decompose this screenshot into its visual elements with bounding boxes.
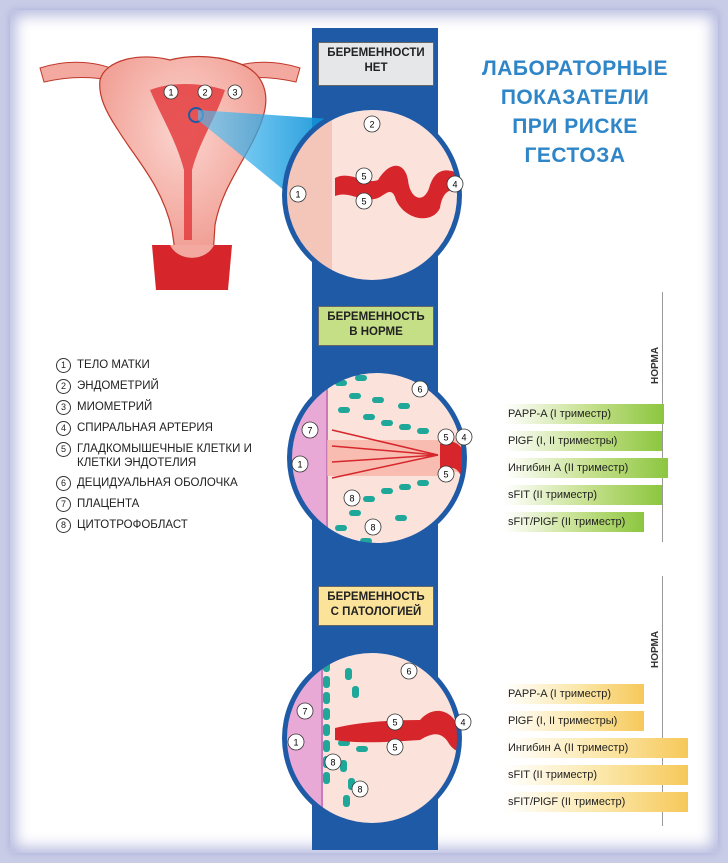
c1-num-4: 4	[452, 180, 457, 190]
c1-num-5a: 5	[361, 172, 366, 182]
title-line: ПРИ РИСКЕ	[512, 115, 638, 138]
c3-num-7: 7	[302, 707, 307, 717]
title-line: ГЕСТОЗА	[524, 144, 626, 167]
c3-num-5b: 5	[392, 743, 397, 753]
c2-num-1: 1	[297, 460, 302, 470]
c3-num-8b: 8	[357, 785, 362, 795]
uterus-num-3: 3	[232, 88, 237, 98]
poster-title: ЛАБОРАТОРНЫЕ ПОКАЗАТЕЛИ ПРИ РИСКЕ ГЕСТОЗ…	[470, 54, 680, 170]
circle-no-pregnancy: 2 1 5 5 4	[282, 105, 464, 285]
circle-normal-pregnancy: 6 7 1 5 5 4 8 8	[287, 368, 473, 548]
c3-num-6: 6	[406, 667, 411, 677]
c3-num-4: 4	[460, 718, 465, 728]
c3-num-8a: 8	[330, 758, 335, 768]
circle-pathology: 6 7 1 5 5 4 8 8	[282, 648, 472, 828]
stage-line: С ПАТОЛОГИЕЙ	[330, 606, 422, 618]
c2-num-5b: 5	[443, 470, 448, 480]
c2-num-5a: 5	[443, 433, 448, 443]
c2-num-8a: 8	[349, 494, 354, 504]
stage-no-pregnancy: БЕРЕМЕННОСТИ НЕТ	[318, 42, 434, 86]
stage-line: В НОРМЕ	[349, 326, 403, 338]
title-line: ПОКАЗАТЕЛИ	[500, 86, 650, 109]
normal-marker-bar: Ингибин А (II триместр)	[504, 458, 668, 478]
normal-marker-bar: sFIT/PlGF (II триместр)	[504, 512, 644, 532]
c2-num-8b: 8	[370, 523, 375, 533]
uterus-drawing: 1 2 3	[39, 55, 301, 290]
stage-line: БЕРЕМЕННОСТИ	[327, 47, 425, 59]
stage-line: БЕРЕМЕННОСТЬ	[327, 591, 425, 603]
pathology-marker-bar: sFIT (II триместр)	[504, 765, 688, 785]
c2-num-4: 4	[461, 433, 466, 443]
pathology-marker-bar: Ингибин А (II триместр)	[504, 738, 688, 758]
pathology-marker-bar: PlGF (I, II триместры)	[504, 711, 644, 731]
uterus-num-1: 1	[168, 88, 173, 98]
stage-line: НЕТ	[364, 62, 388, 74]
c1-num-5b: 5	[361, 197, 366, 207]
norma-label-normal: НОРМА	[650, 346, 661, 384]
pathology-marker-bar: sFIT/PlGF (II триместр)	[504, 792, 688, 812]
stage-pathology: БЕРЕМЕННОСТЬ С ПАТОЛОГИЕЙ	[318, 586, 434, 626]
stage-normal-pregnancy: БЕРЕМЕННОСТЬ В НОРМЕ	[318, 306, 434, 346]
c2-num-7: 7	[307, 426, 312, 436]
title-line: ЛАБОРАТОРНЫЕ	[482, 57, 668, 80]
c1-num-2: 2	[369, 120, 374, 130]
stage-line: БЕРЕМЕННОСТЬ	[327, 311, 425, 323]
c1-num-1: 1	[295, 190, 300, 200]
uterus-num-2: 2	[202, 88, 207, 98]
c2-num-6: 6	[417, 385, 422, 395]
pathology-marker-bar: PAPP-A (I триместр)	[504, 684, 644, 704]
norma-line-pathology	[662, 576, 663, 826]
normal-marker-bar: sFIT (II триместр)	[504, 485, 662, 505]
normal-marker-bar: PAPP-A (I триместр)	[504, 404, 664, 424]
normal-marker-bar: PlGF (I, II триместры)	[504, 431, 662, 451]
c3-num-5a: 5	[392, 718, 397, 728]
c3-num-1: 1	[293, 738, 298, 748]
norma-label-pathology: НОРМА	[650, 630, 661, 668]
